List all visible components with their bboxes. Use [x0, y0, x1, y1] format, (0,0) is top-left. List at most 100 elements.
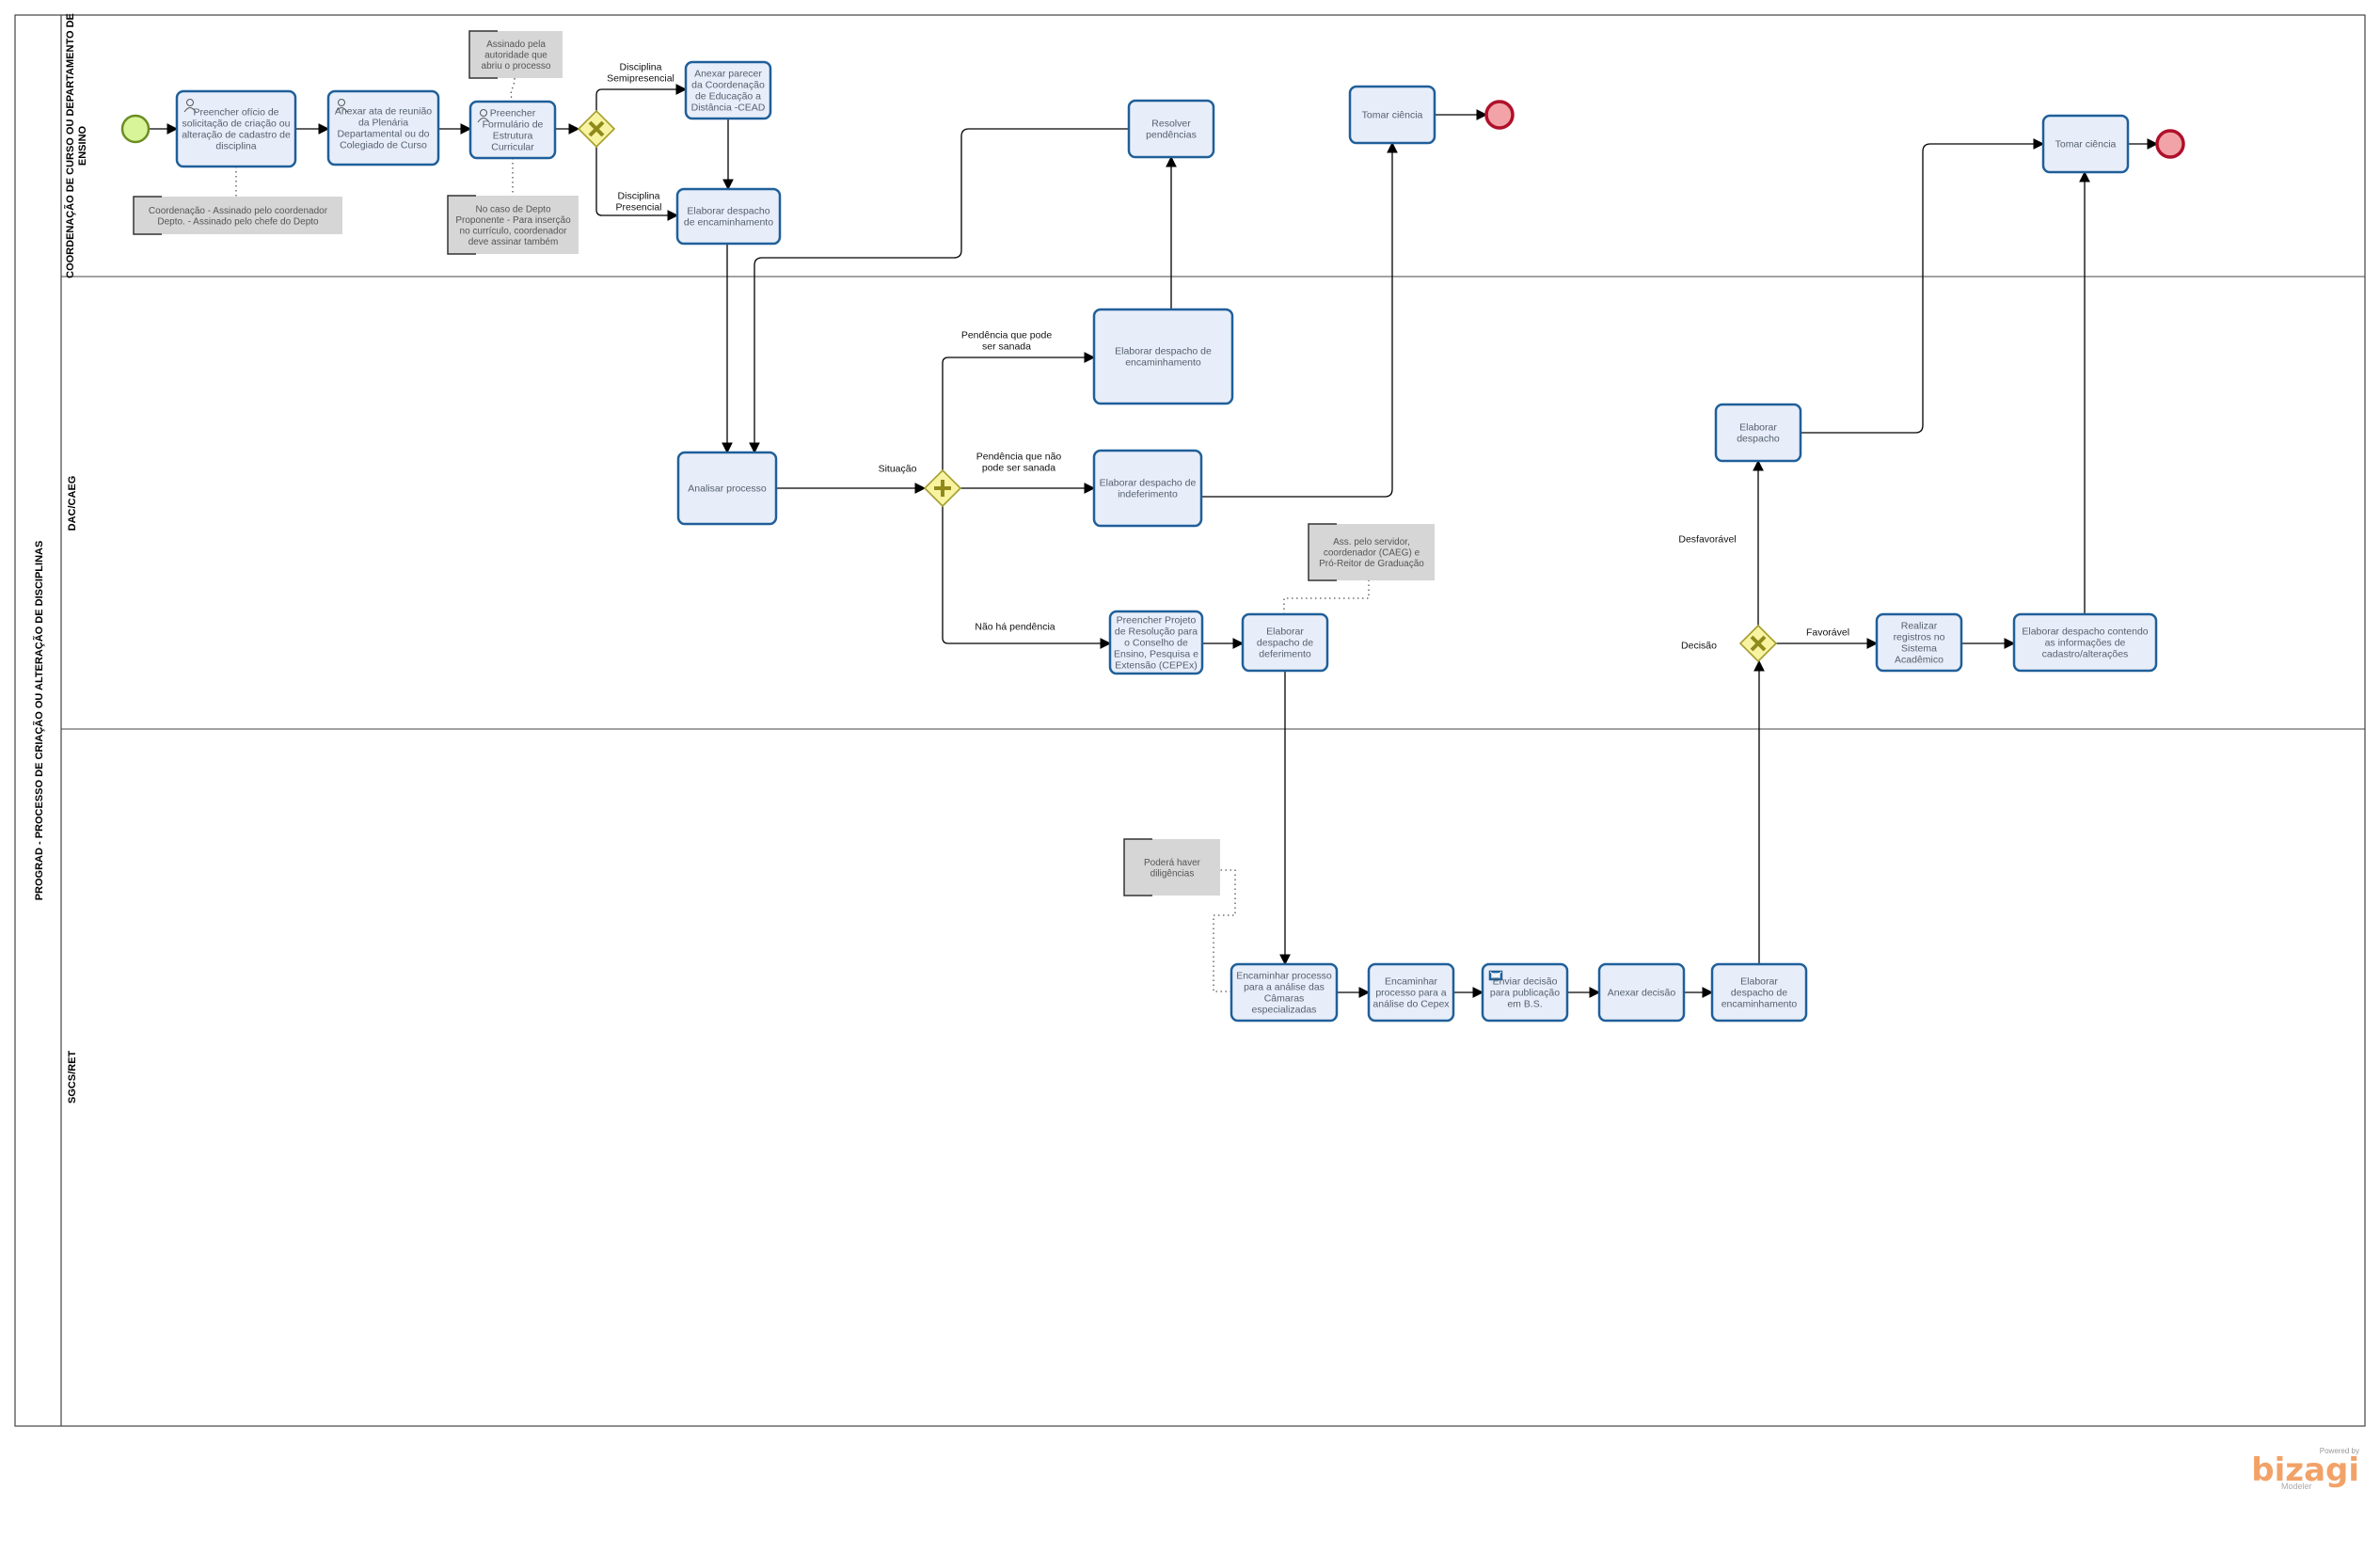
exclusive-gateway[interactable]	[1738, 624, 1778, 663]
flow-label-naoha: Não há pendência	[975, 622, 1055, 633]
task-ciencia2[interactable]: Tomar ciência	[2041, 114, 2130, 174]
task-label: Distância -CEAD	[691, 103, 766, 114]
task-label: Tomar ciência	[2055, 139, 2117, 151]
task-label: Sistema	[1901, 643, 1937, 655]
end-event[interactable]	[2155, 129, 2185, 159]
flow-label-fav: Favorável	[1806, 627, 1849, 639]
task-label: de Resolução para	[1115, 626, 1198, 638]
task-label: Formulário de	[483, 119, 544, 131]
task-label: Elaborar	[1740, 976, 1778, 988]
task-anexar[interactable]: Anexar decisão	[1597, 962, 1686, 1023]
flow-label-text: Disciplina	[618, 191, 660, 202]
task-label: solicitação de criação ou	[182, 119, 291, 130]
sequence-flow	[942, 506, 1112, 649]
task-label: especializadas	[1252, 1005, 1317, 1016]
annotation-text: Depto. - Assinado pelo chefe do Depto	[157, 216, 319, 227]
flow-label-text: pode ser sanada	[982, 463, 1055, 474]
lane-title-dac: DAC/CAEG	[67, 476, 78, 531]
annotation-ass: Ass. pelo servidor,coordenador (CAEG) eP…	[1308, 523, 1435, 581]
task-label: Acadêmico	[1895, 655, 1944, 666]
task-label: Elaborar	[1266, 626, 1304, 638]
pool-title: PROGRAD - PROCESSO DE CRIAÇÃO OU ALTERAÇ…	[33, 541, 45, 901]
task-label: indeferimento	[1118, 489, 1178, 500]
task-label: Resolver	[1151, 119, 1191, 130]
task-label: Colegiado de Curso	[340, 140, 427, 151]
task-label: Extensão (CEPEx)	[1115, 660, 1198, 672]
task-label: Preencher	[490, 108, 536, 119]
annotation-text: no currículo, coordenador	[460, 226, 568, 236]
task-label: Anexar ata de reunião	[335, 106, 432, 118]
flow-label-text: Pendência que pode	[961, 330, 1052, 341]
parallel-gateway[interactable]	[923, 468, 962, 508]
task-label: em B.S.	[1507, 999, 1542, 1010]
task-label: o Conselho de	[1124, 638, 1188, 649]
task-label: Elaborar despacho de	[1115, 346, 1212, 357]
task-label: Elaborar despacho	[687, 206, 770, 217]
flow-label-text: Pendência que não	[976, 452, 1062, 463]
pool: PROGRAD - PROCESSO DE CRIAÇÃO OU ALTERAÇ…	[14, 14, 2366, 1427]
watermark-powered: Powered by	[2320, 1447, 2359, 1455]
annotation-text: Proponente - Para inserção	[455, 215, 571, 226]
annotation-text: deve assinar também	[468, 237, 559, 247]
annotation-text: autoridade que	[484, 51, 547, 61]
flow-label-text: Favorável	[1806, 627, 1849, 639]
task-label: encaminhamento	[1722, 999, 1798, 1010]
annotation-text: No caso de Depto	[475, 204, 550, 214]
sequence-flow	[942, 352, 1096, 470]
association	[1213, 869, 1236, 992]
sequence-flow	[595, 84, 688, 111]
task-label: Ensino, Pesquisa e	[1114, 649, 1198, 660]
user-task-icon	[335, 99, 348, 113]
lane-title-line: ENSINO	[77, 125, 88, 166]
task-analisar[interactable]: Analisar processo	[676, 451, 778, 526]
user-task-icon	[183, 99, 197, 113]
send-task-icon	[1488, 970, 1503, 981]
task-label: deferimento	[1259, 649, 1311, 660]
sequence-flow	[749, 128, 1129, 454]
task-label: disciplina	[215, 141, 256, 152]
flow-label-text: Situação	[879, 464, 917, 475]
task-label: despacho de	[1731, 988, 1787, 999]
annotation-text: Pró-Reitor de Graduação	[1319, 559, 1424, 569]
task-ciencia1[interactable]: Tomar ciência	[1348, 85, 1436, 145]
task-label: despacho	[1737, 434, 1780, 445]
flow-label-decisao: Decisão	[1681, 641, 1717, 652]
sequence-flow	[595, 147, 679, 221]
exclusive-gateway[interactable]	[577, 109, 616, 149]
task-label: Anexar decisão	[1608, 988, 1676, 999]
sequence-flow	[1801, 138, 2045, 434]
task-label: de encaminhamento	[684, 217, 773, 229]
end-event[interactable]	[1484, 100, 1515, 130]
task-label: Departamental ou do	[337, 129, 429, 140]
task-label: Câmaras	[1264, 993, 1305, 1005]
task-label: despacho de	[1257, 638, 1313, 649]
task-label: para a análise das	[1244, 982, 1325, 993]
flow-label-text: Disciplina	[620, 62, 662, 73]
lane-title-sgcs: SGCS/RET	[67, 1051, 78, 1104]
start-event[interactable]	[120, 114, 151, 144]
task-label: Encaminhar	[1385, 976, 1438, 988]
